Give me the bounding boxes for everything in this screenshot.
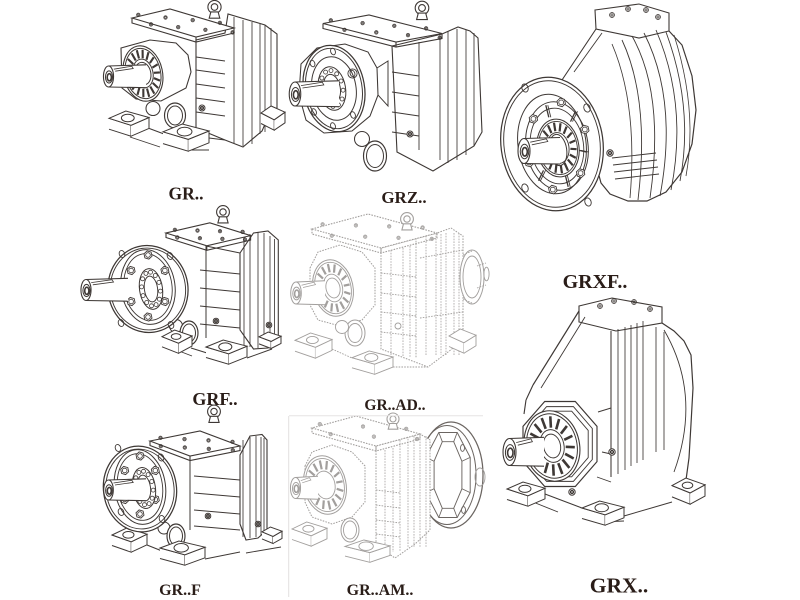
svg-text:GR..: GR.. bbox=[169, 184, 204, 204]
svg-text:GRF..: GRF.. bbox=[192, 389, 237, 409]
svg-text:GRXF..: GRXF.. bbox=[563, 271, 628, 293]
svg-text:GRX..: GRX.. bbox=[590, 574, 649, 598]
svg-text:GR..AM..: GR..AM.. bbox=[347, 582, 414, 599]
svg-text:GRZ..: GRZ.. bbox=[381, 188, 426, 207]
svg-text:GR..F: GR..F bbox=[159, 582, 201, 599]
svg-text:GR..AD..: GR..AD.. bbox=[364, 397, 425, 414]
